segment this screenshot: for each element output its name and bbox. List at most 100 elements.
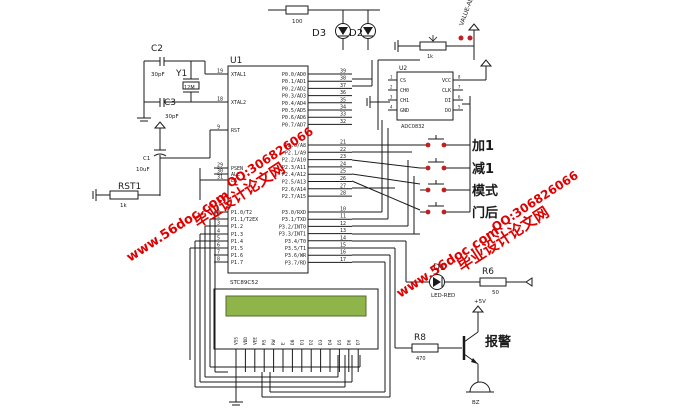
lcd-pin-name: D1 xyxy=(299,339,305,345)
mcu-right-pin-num: 14 xyxy=(340,235,346,241)
vcc-arrow-pot xyxy=(467,23,481,31)
mcu-left-pin-num: 31 xyxy=(217,175,223,181)
rst1-ref: RST1 xyxy=(118,182,141,192)
buzzer-ref: BZ xyxy=(472,400,480,406)
mcu-left-pin-num: 2 xyxy=(217,214,220,220)
c2-ref: C2 xyxy=(151,44,163,54)
mcu-right-pin-num: 33 xyxy=(340,112,346,118)
q-emitter-arrow xyxy=(471,358,478,364)
lcd-pin-name: RS xyxy=(262,339,268,345)
watermark-layer: 毕业设计论文网 www.56doc.com QQ:306826066 毕业设计论… xyxy=(124,124,581,301)
q-collector xyxy=(463,331,479,343)
adc-left-pin-num: 4 xyxy=(390,105,393,110)
mcu-right-pin-name: P0.2/AD2 xyxy=(282,86,306,92)
lcd-pin-name: D5 xyxy=(337,339,343,345)
button-contact-a xyxy=(425,165,431,171)
adc-right-pin-num: 7 xyxy=(458,85,461,90)
p2-wire-4 xyxy=(351,180,421,211)
mcu-left-pin-num: 8 xyxy=(217,257,220,263)
mcu-right-pin-name: P3.6/WR xyxy=(285,253,307,259)
mcu-right-pin-num: 32 xyxy=(340,119,346,125)
mcu-left-pin-name: RST xyxy=(231,128,240,134)
d1-triangle xyxy=(433,277,441,287)
d3-body xyxy=(335,23,351,39)
lcd-pin-name: D2 xyxy=(309,339,315,345)
adc-right-pin-name: DO xyxy=(445,108,451,114)
r6-body xyxy=(479,277,507,287)
button-label: 门后 xyxy=(472,205,498,221)
mcu-left-pin-name: P1.2 xyxy=(231,224,243,230)
alarm-label: 报警 xyxy=(485,334,511,350)
mcu-right-pin-num: 36 xyxy=(340,90,346,96)
button-contact-b xyxy=(441,187,447,193)
button-label: 减1 xyxy=(472,161,494,177)
mcu-right-pin-num: 25 xyxy=(340,169,346,175)
adc-part: ADC0832 xyxy=(401,124,425,130)
mcu-right-pin-name: P2.7/A15 xyxy=(282,194,306,200)
mcu-left-pin-num: 19 xyxy=(217,69,223,75)
adc-left-pin-name: GND xyxy=(400,108,409,114)
mcu-right-pin-name: P2.3/A11 xyxy=(282,165,306,171)
c1-ref: C1 xyxy=(143,156,150,162)
mcu-left-pin-num: 3 xyxy=(217,221,220,227)
crystal-section: C2 30pF C3 30pF Y1 12M xyxy=(137,44,228,122)
p2-wire-2 xyxy=(351,159,421,169)
mcu-left-pin-num: 4 xyxy=(217,229,220,235)
vcc-arrow-adc xyxy=(479,59,493,67)
top-res-value: 100 xyxy=(292,19,303,25)
mcu-right-pin-name: P0.1/AD1 xyxy=(282,79,306,85)
mcu-right-pin-num: 10 xyxy=(340,207,346,213)
mcu-right-pin-num: 22 xyxy=(340,147,346,153)
mcu-right-pins: 39P0.0/AD038P0.1/AD137P0.2/AD236P0.3/AD3… xyxy=(279,69,352,266)
mcu-left-pin-name: ALE xyxy=(231,172,240,178)
d3-triangle xyxy=(338,27,348,35)
pushbutton-1[interactable]: 加1 xyxy=(420,135,494,154)
watermark-5: www.56doc.com xyxy=(394,224,502,302)
y1-body xyxy=(182,81,200,90)
mcu-right-pin-name: P3.4/T0 xyxy=(285,239,306,245)
adc-right-pin-num: 5 xyxy=(458,105,461,110)
mcu-right-pin-num: 23 xyxy=(340,154,346,160)
mcu-right-pin-num: 12 xyxy=(340,221,346,227)
pot-probe-dot-a xyxy=(458,35,464,41)
adc-left-pin-num: 3 xyxy=(390,95,393,100)
top-res-body xyxy=(285,5,309,15)
mcu-right-pin-name: P0.3/AD3 xyxy=(282,94,306,100)
watermark-2: www.56doc.com xyxy=(124,188,232,266)
mcu-right-pin-name: P0.0/AD0 xyxy=(282,72,306,78)
mcu-right-pin-name: P3.5/T1 xyxy=(285,246,306,252)
lcd-screen xyxy=(225,295,367,317)
reset-section: C1 10uF RST1 1k xyxy=(92,121,228,209)
pushbutton-4[interactable]: 门后 xyxy=(420,202,498,221)
mcu-right-pin-name: P3.1/TXD xyxy=(282,217,306,223)
mcu-left-pin-num: 18 xyxy=(217,97,223,103)
mcu-right-pin-name: P0.6/AD6 xyxy=(282,115,306,121)
lcd-pin-name: D4 xyxy=(328,339,334,345)
lcd-pin-name: D7 xyxy=(356,339,362,345)
mcu-left-pin-num: 29 xyxy=(217,163,223,169)
adc-body xyxy=(396,71,454,121)
d1-part: LED-RED xyxy=(431,293,455,299)
mcu-right-pin-name: P2.2/A10 xyxy=(282,158,306,164)
c3-value: 30pF xyxy=(165,114,179,120)
mcu-left-pin-num: 9 xyxy=(217,125,220,131)
r8-ref: R8 xyxy=(414,333,426,343)
r8-body xyxy=(411,343,439,353)
r8-value: 470 xyxy=(416,356,426,362)
mcu-right-pin-name: P3.0/RXD xyxy=(282,210,306,216)
mcu-left-pin-name: P1.0/T2 xyxy=(231,210,252,216)
r6-vcc-arrow xyxy=(525,277,533,287)
mcu-right-pin-num: 24 xyxy=(340,161,346,167)
pushbutton-2[interactable]: 减1 xyxy=(420,158,494,177)
alarm-section: R8 470 +5V 报警 BZ xyxy=(395,299,511,406)
pushbutton-3[interactable]: 模式 xyxy=(420,180,498,199)
lcd-frame xyxy=(213,288,379,350)
pot-section: 1k VALUE-ADJ xyxy=(394,0,493,81)
vcc-arrow-reset xyxy=(153,121,167,129)
pot-probe-dot-b xyxy=(467,35,473,41)
lcd-pin-name: VEE xyxy=(252,337,258,345)
adc-left-pin-name: CH0 xyxy=(400,88,409,94)
button-contact-a xyxy=(425,142,431,148)
